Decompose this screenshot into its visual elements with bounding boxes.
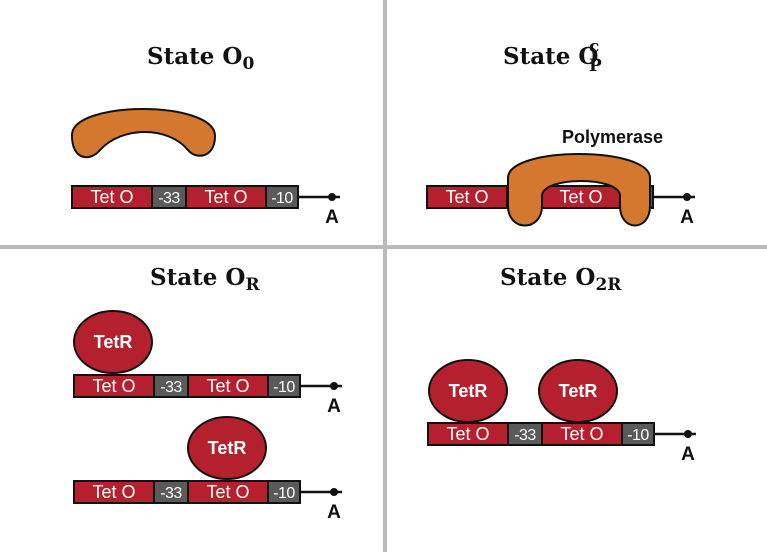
minus-10-box-label: -10	[273, 485, 295, 502]
start-site-dot	[328, 193, 336, 201]
minus-33-box-label: -33	[160, 485, 182, 502]
minus-33-box-label: -33	[160, 379, 182, 396]
promoter-strand: Tet O -33 Tet O -10A	[427, 422, 696, 465]
tet-o-site-label: Tet O	[559, 187, 602, 207]
title-subscript: 0	[242, 54, 254, 74]
start-site-dot	[330, 382, 338, 390]
title-main: State O	[503, 43, 598, 70]
start-site-dot	[330, 488, 338, 496]
start-site-label: A	[325, 207, 339, 228]
promoter-strand: Tet O -33 Tet O -10A	[73, 374, 342, 417]
polymerase-shape	[507, 153, 651, 227]
panel-title: State OR	[150, 264, 260, 295]
tetr-label: TetR	[94, 332, 133, 352]
panel-state-o0: State O0 Tet O -33 Tet O -10A	[70, 43, 340, 228]
tetr-ellipse	[187, 416, 267, 480]
tetr-label: TetR	[559, 381, 598, 401]
start-site-dot	[684, 430, 692, 438]
start-site-label: A	[327, 502, 341, 523]
start-site-label: A	[327, 396, 341, 417]
start-site-label: A	[681, 444, 695, 465]
tetr-protein: TetR	[428, 359, 508, 423]
tetr-protein: TetR	[187, 416, 267, 480]
title-subscript: R	[245, 275, 260, 295]
title-superscript: c	[589, 37, 599, 57]
tetr-label: TetR	[208, 438, 247, 458]
tet-o-site-label: Tet O	[206, 482, 249, 502]
start-site-dot	[683, 193, 691, 201]
tet-o-site-label: Tet O	[206, 376, 249, 396]
minus-33-box-label: -33	[514, 427, 536, 444]
tetr-label: TetR	[449, 381, 488, 401]
minus-10-box-label: -10	[273, 379, 295, 396]
tet-o-site-label: Tet O	[92, 482, 135, 502]
title-main: State O	[150, 264, 245, 291]
polymerase-shape	[70, 108, 217, 159]
start-site-label: A	[680, 207, 694, 228]
panel-title: State O	[503, 43, 598, 70]
panel-state-o2r: State O2R TetR TetR Tet O -33 Tet O -10A	[427, 264, 696, 465]
title-main: State O	[500, 264, 595, 291]
tet-o-site-label: Tet O	[446, 424, 489, 444]
polymerase-label: Polymerase	[562, 127, 663, 147]
tet-o-site-label: Tet O	[445, 187, 488, 207]
title-main: State O	[147, 43, 242, 70]
tet-o-site-label: Tet O	[204, 187, 247, 207]
promoter-strand: Tet O -33 Tet O -10A	[73, 480, 342, 523]
minus-10-box-label: -10	[627, 427, 649, 444]
tetr-protein: TetR	[73, 310, 153, 374]
tet-o-site-label: Tet O	[560, 424, 603, 444]
promoter-strand: Tet O -33 Tet O -10A	[71, 185, 340, 228]
tet-o-site-label: Tet O	[90, 187, 133, 207]
tetr-ellipse	[73, 310, 153, 374]
minus-33-box-label: -33	[158, 190, 180, 207]
panel-title: State O0	[147, 43, 254, 74]
panel-title: State O2R	[500, 264, 622, 295]
tet-o-site-label: Tet O	[92, 376, 135, 396]
tetr-protein: TetR	[538, 359, 618, 423]
title-subscript: 2R	[595, 275, 622, 295]
title-subscript: P	[589, 56, 602, 76]
minus-10-box-label: -10	[271, 190, 293, 207]
